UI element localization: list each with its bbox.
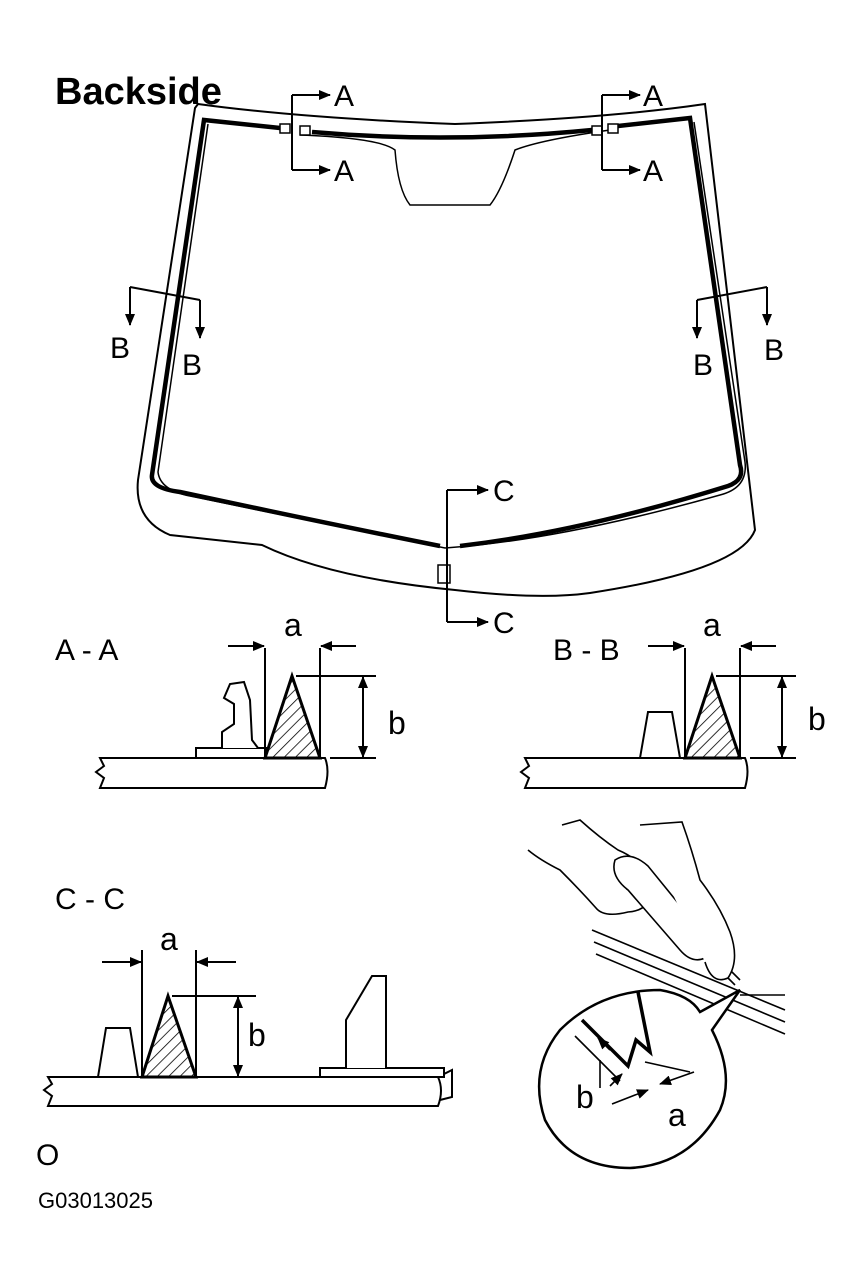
mirror-mount-area — [299, 129, 611, 206]
spacer-block — [638, 711, 682, 759]
spacer-block — [96, 1027, 140, 1078]
marker-label-c: C — [493, 607, 515, 640]
adhesive-triangle — [139, 991, 199, 1079]
dimension-label-a: a — [284, 607, 302, 643]
section-marker-c — [446, 485, 489, 627]
dimension-label-b: b — [576, 1079, 594, 1115]
marker-label-a: A — [334, 155, 354, 188]
section-bb-drawing — [519, 641, 796, 789]
adhesive-triangle — [262, 671, 323, 760]
marker-label-b: B — [182, 349, 202, 382]
adhesive-triangle — [682, 671, 743, 760]
section-cc-drawing — [42, 950, 453, 1107]
panel — [94, 757, 329, 789]
dimension-label-b: b — [248, 1017, 266, 1053]
panel — [519, 757, 749, 789]
bead-profile — [580, 991, 653, 1070]
marker-label-b: B — [693, 349, 713, 382]
dimension-label-b: b — [808, 701, 826, 737]
section-title-bb: B - B — [553, 634, 620, 667]
marker-label-b: B — [764, 334, 784, 367]
magnifier-circle — [537, 988, 742, 1170]
marker-label-a: A — [643, 155, 663, 188]
marker-label-a: A — [334, 80, 354, 113]
marker-label-a: A — [643, 80, 663, 113]
marker-label-b: B — [110, 332, 130, 365]
trim-base — [319, 1067, 445, 1078]
marker-label-c: C — [493, 475, 515, 508]
clip-body — [221, 680, 259, 749]
dimension-label-a: a — [668, 1097, 686, 1133]
dimension-label-b: b — [388, 705, 406, 741]
section-title-aa: A - A — [55, 634, 118, 667]
section-marker-b-right — [692, 286, 772, 339]
corner-mark: O — [36, 1139, 59, 1172]
section-aa-drawing — [94, 641, 376, 789]
section-title-cc: C - C — [55, 883, 125, 916]
glass-outer-edge — [136, 102, 757, 597]
bead-application-illustration — [527, 819, 786, 1170]
panel — [42, 1076, 442, 1107]
spacer-strip — [195, 747, 267, 759]
view-title: Backside — [55, 71, 222, 113]
dimension-label-a: a — [160, 921, 178, 957]
dimension-label-a: a — [703, 607, 721, 643]
left-hand — [527, 819, 652, 916]
adhesive-bead — [149, 115, 744, 549]
top-clips — [279, 123, 619, 584]
section-marker-a-right — [601, 90, 641, 175]
trim-post — [345, 975, 387, 1068]
section-marker-a-left — [291, 90, 331, 175]
section-marker-b-left — [125, 286, 205, 339]
figure-code: G03013025 — [38, 1188, 153, 1213]
right-hand — [639, 821, 736, 981]
